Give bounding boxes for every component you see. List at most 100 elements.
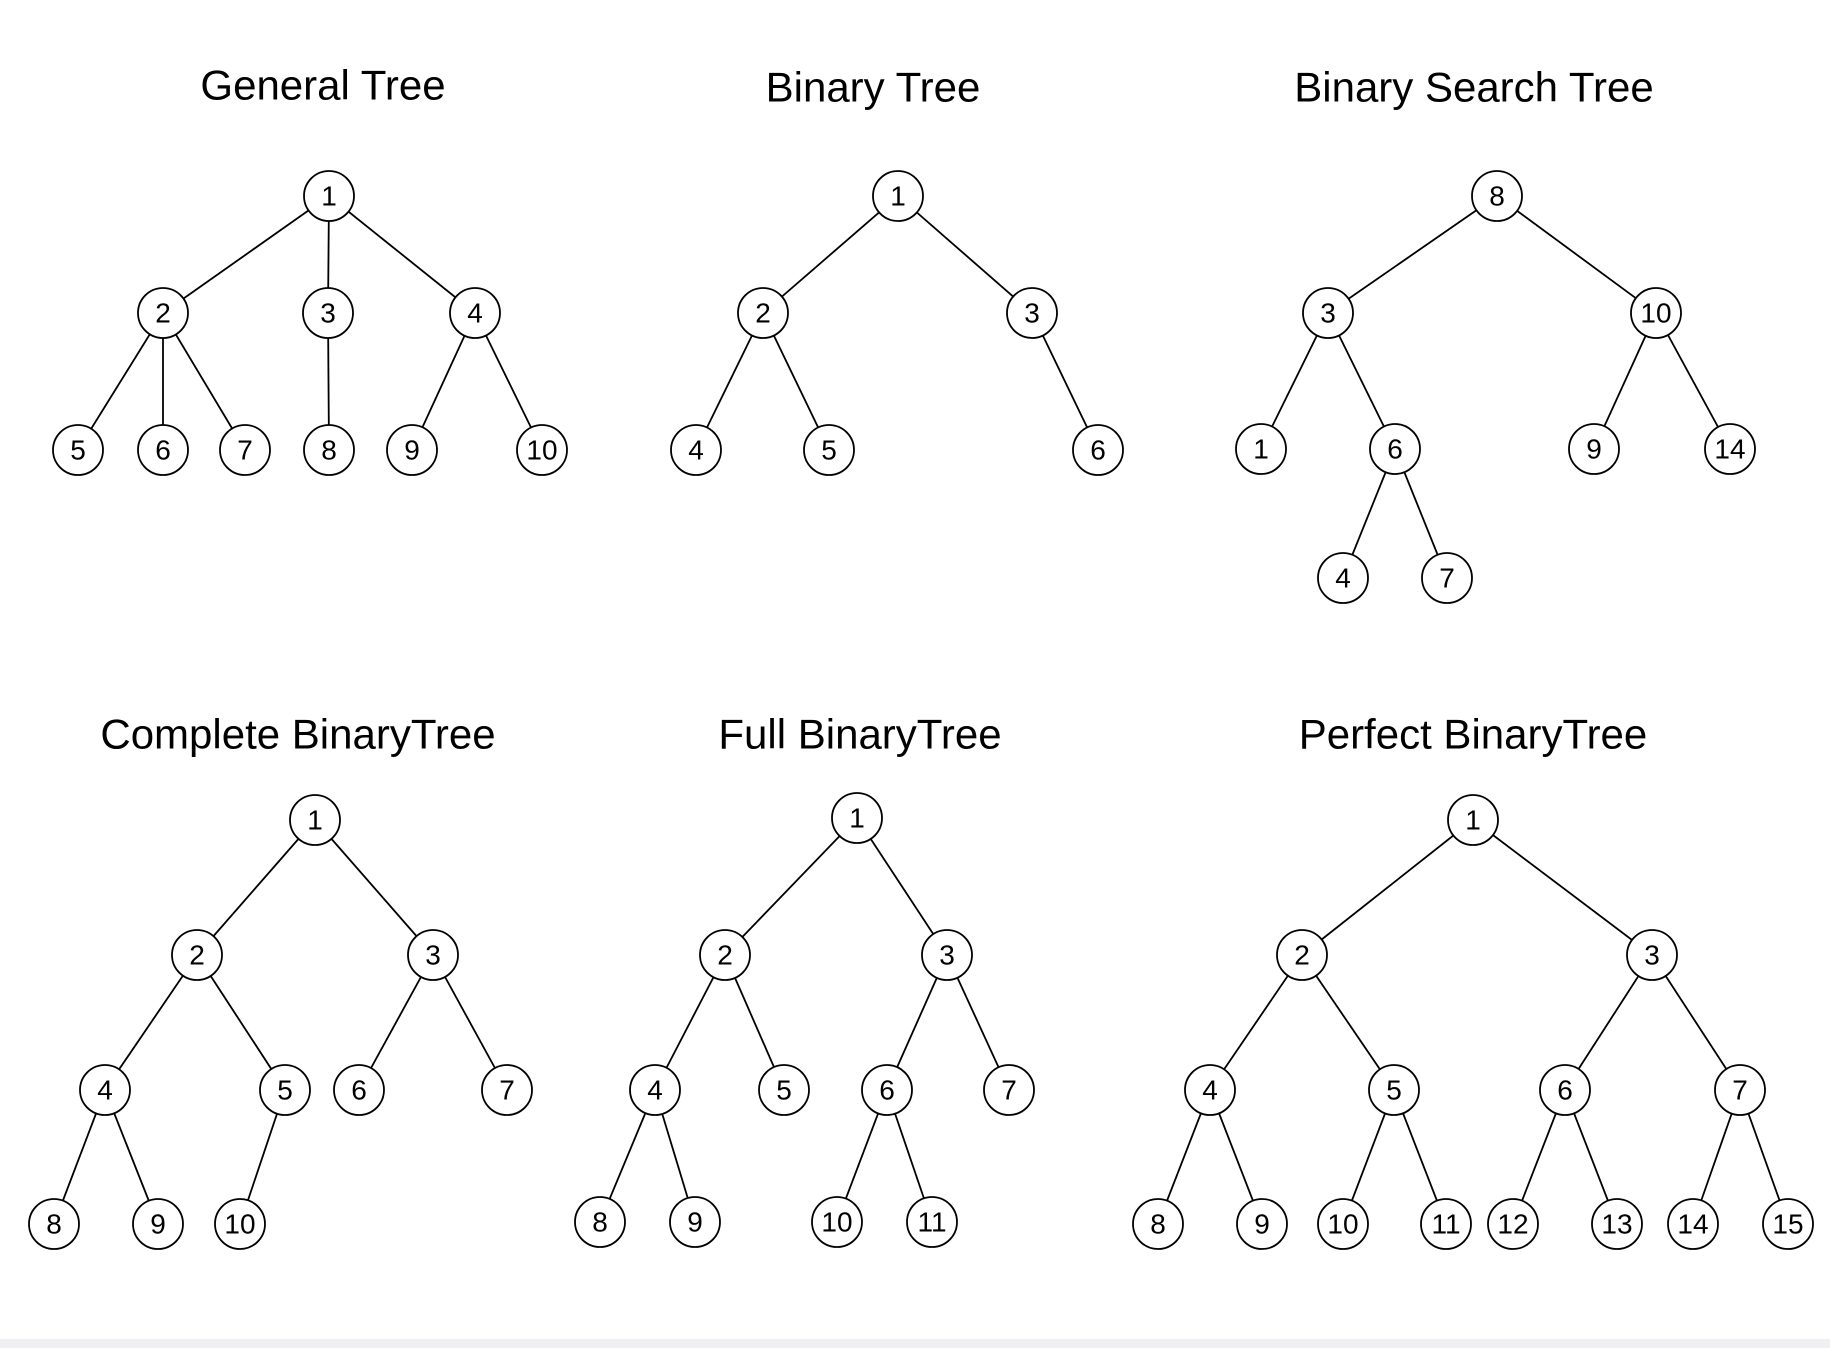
tree-node-circle [872, 170, 924, 222]
tree-node-perfect-binary-tree-5: 5 [1368, 1064, 1420, 1116]
footer-strip [0, 1339, 1830, 1348]
tree-node-complete-binary-tree-8: 8 [28, 1198, 80, 1250]
tree-node-perfect-binary-tree-4: 4 [1184, 1064, 1236, 1116]
tree-edge-complete-binary-tree-1-2 [196, 819, 316, 956]
tree-node-circle [1317, 552, 1369, 604]
tree-node-label: 5 [821, 435, 837, 466]
tree-node-general-tree-3: 3 [302, 287, 354, 339]
tree-node-complete-binary-tree-5: 5 [259, 1064, 311, 1116]
tree-node-binary-search-tree-8: 8 [1471, 170, 1523, 222]
tree-node-circle [289, 794, 341, 846]
tree-node-label: 1 [321, 181, 337, 212]
tree-node-full-binary-tree-11: 11 [906, 1196, 958, 1248]
tree-node-circle [302, 287, 354, 339]
tree-node-circle [1276, 929, 1328, 981]
tree-node-label: 1 [849, 803, 865, 834]
tree-node-circle [1236, 1198, 1288, 1250]
tree-node-circle [132, 1198, 184, 1250]
tree-node-label: 14 [1677, 1209, 1708, 1240]
tree-node-circle [79, 1064, 131, 1116]
tree-node-circle [386, 424, 438, 476]
tree-node-full-binary-tree-1: 1 [831, 792, 883, 844]
tree-node-perfect-binary-tree-6: 6 [1539, 1064, 1591, 1116]
tree-node-circle [699, 929, 751, 981]
tree-edge-perfect-binary-tree-2-5 [1301, 954, 1395, 1091]
tree-node-full-binary-tree-4: 4 [629, 1064, 681, 1116]
tree-edge-binary-tree-1-2 [762, 195, 899, 314]
tree-node-label: 2 [189, 940, 205, 971]
tree-node-label: 4 [1202, 1075, 1218, 1106]
tree-node-circle [481, 1064, 533, 1116]
tree-node-label: 9 [404, 435, 420, 466]
tree-node-label: 5 [776, 1075, 792, 1106]
tree-node-circle [333, 1064, 385, 1116]
tree-node-label: 10 [821, 1207, 852, 1238]
tree-node-perfect-binary-tree-7: 7 [1714, 1064, 1766, 1116]
tree-node-label: 9 [150, 1209, 166, 1240]
tree-node-circle [1626, 929, 1678, 981]
tree-node-label: 4 [688, 435, 704, 466]
tree-node-label: 7 [499, 1075, 515, 1106]
tree-node-circle [1539, 1064, 1591, 1116]
tree-node-perfect-binary-tree-3: 3 [1626, 929, 1678, 981]
tree-node-circle [669, 1196, 721, 1248]
tree-node-circle [1072, 424, 1124, 476]
tree-node-circle [670, 424, 722, 476]
tree-node-binary-search-tree-14: 14 [1704, 423, 1756, 475]
tree-node-label: 1 [1465, 805, 1481, 836]
tree-node-label: 4 [97, 1075, 113, 1106]
tree-node-general-tree-1: 1 [303, 170, 355, 222]
tree-node-circle [516, 424, 568, 476]
tree-node-circle [1714, 1064, 1766, 1116]
tree-node-full-binary-tree-10: 10 [811, 1196, 863, 1248]
tree-node-label: 8 [592, 1207, 608, 1238]
tree-node-circle [1184, 1064, 1236, 1116]
tree-node-label: 10 [1327, 1209, 1358, 1240]
tree-node-circle [758, 1064, 810, 1116]
tree-node-label: 4 [467, 298, 483, 329]
tree-node-circle [811, 1196, 863, 1248]
tree-node-circle [803, 424, 855, 476]
tree-node-full-binary-tree-5: 5 [758, 1064, 810, 1116]
tree-node-circle [219, 424, 271, 476]
tree-node-label: 3 [1644, 940, 1660, 971]
tree-node-circle [449, 287, 501, 339]
tree-node-circle [906, 1196, 958, 1248]
panel-title-complete-binary-tree: Complete BinaryTree [100, 711, 495, 758]
tree-node-circle [1762, 1198, 1814, 1250]
tree-edge-binary-search-tree-8-10 [1496, 195, 1657, 314]
tree-node-label: 10 [526, 435, 557, 466]
tree-node-label: 2 [155, 298, 171, 329]
tree-node-general-tree-7: 7 [219, 424, 271, 476]
tree-node-circle [1447, 794, 1499, 846]
tree-node-circle [1471, 170, 1523, 222]
tree-edge-general-tree-1-4 [328, 195, 476, 314]
tree-node-circle [137, 424, 189, 476]
tree-node-circle [831, 792, 883, 844]
tree-node-binary-search-tree-4: 4 [1317, 552, 1369, 604]
tree-node-label: 10 [224, 1209, 255, 1240]
tree-node-circle [574, 1196, 626, 1248]
tree-node-perfect-binary-tree-13: 13 [1591, 1198, 1643, 1250]
tree-node-circle [1132, 1198, 1184, 1250]
tree-node-label: 3 [1024, 298, 1040, 329]
tree-node-label: 6 [351, 1075, 367, 1106]
tree-node-circle [1006, 287, 1058, 339]
tree-node-label: 6 [879, 1075, 895, 1106]
tree-node-perfect-binary-tree-12: 12 [1487, 1198, 1539, 1250]
tree-node-label: 3 [1320, 298, 1336, 329]
tree-node-circle [303, 170, 355, 222]
tree-node-perfect-binary-tree-9: 9 [1236, 1198, 1288, 1250]
tree-node-circle [737, 287, 789, 339]
tree-edge-complete-binary-tree-2-5 [196, 954, 286, 1091]
tree-node-label: 1 [307, 805, 323, 836]
tree-node-perfect-binary-tree-1: 1 [1447, 794, 1499, 846]
tree-node-label: 8 [46, 1209, 62, 1240]
panel-title-perfect-binary-tree: Perfect BinaryTree [1299, 711, 1648, 758]
tree-node-label: 8 [321, 435, 337, 466]
